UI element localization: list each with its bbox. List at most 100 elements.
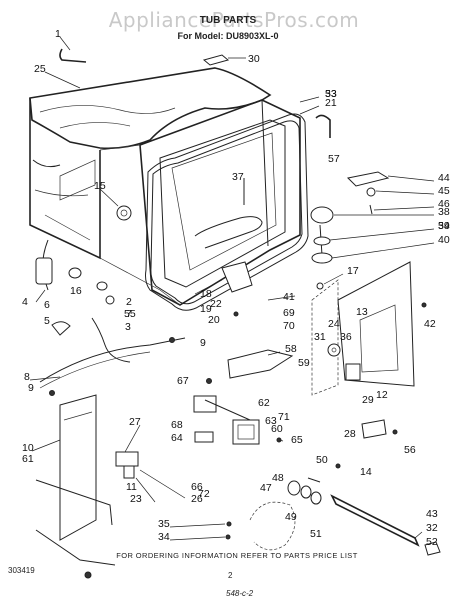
tub-front-frame [139,99,301,306]
fill-bracket [346,171,390,187]
spring-bracket [345,363,361,381]
hinge-gear [327,343,341,357]
callout-22: 22 [210,298,222,310]
top-bracket [59,48,87,63]
watermark-text: AppliancePartsPros.com [109,8,360,32]
terminal-block [193,395,217,413]
callout-39: 39 [438,220,450,232]
tub-assembly [29,67,301,306]
side-panel [337,261,415,387]
callout-15: 15 [94,180,106,192]
callout-16: 16 [70,285,82,297]
callout-13: 13 [356,306,368,318]
callout-2: 2 [126,296,132,308]
document-number: 303419 [8,566,35,575]
vent-fan [116,205,132,221]
wire-harness [39,337,186,383]
callout-33: 33 [325,88,337,100]
callout-12: 12 [376,389,388,401]
callout-32: 32 [426,522,438,534]
callout-57: 57 [328,153,340,165]
base-rail [35,479,113,526]
leader-lines [29,71,435,541]
callout-65: 65 [291,434,303,446]
callout-59: 59 [298,357,310,369]
callout-63: 63 [265,415,277,427]
timer [232,419,260,445]
callout-30: 30 [248,53,260,65]
callout-64: 64 [171,432,183,444]
callout-21: 21 [325,97,337,109]
callout-37: 37 [232,171,244,183]
inlet-hose [91,317,131,363]
callout-52: 52 [426,536,438,548]
page-title: TUB PARTS [200,15,257,26]
callout-66: 66 [191,481,203,493]
cap [202,54,230,66]
callout-17: 17 [347,265,359,277]
callout-9b: 9 [200,337,206,349]
callout-29: 29 [362,394,374,406]
callout-28: 28 [344,428,356,440]
callout-9a: 9 [28,382,34,394]
pump-motor [221,261,253,293]
vent-cap [96,281,108,291]
handwritten-code: 548-c-2 [226,589,254,598]
callout-4: 4 [22,296,28,308]
callout-labels: 1 2 3 4 5 6 7 8 9 9 10 11 12 13 14 15 16… [22,28,450,548]
float-switch [35,257,53,285]
callout-11: 11 [126,481,137,493]
callout-42: 42 [424,318,436,330]
callout-54: 54 [438,220,450,232]
model-label: For Model: DU8903XL-0 [177,31,278,41]
callout-55: 55 [124,308,136,320]
heater-element [194,216,263,249]
insulation-blanket [29,67,272,150]
callout-46: 46 [438,198,450,210]
callout-61: 61 [22,453,34,465]
door-gasket [145,113,309,311]
callout-5: 5 [44,315,50,327]
callout-27: 27 [129,416,141,428]
hinge-bracket [361,419,387,439]
callout-34: 34 [158,531,170,543]
callout-50: 50 [316,454,328,466]
drain-clamp [51,321,71,336]
ordering-note: FOR ORDERING INFORMATION REFER TO PARTS … [116,551,357,560]
callout-43: 43 [426,508,438,520]
callout-47: 47 [260,482,272,494]
right-side-parts [249,114,441,556]
callout-18: 18 [200,288,212,300]
callout-70: 70 [283,320,295,332]
switch [194,431,214,443]
callout-71: 71 [278,411,290,423]
callout-23: 23 [130,493,142,505]
tub-left-side [29,98,101,260]
base-frame [35,529,116,566]
callout-24: 24 [328,318,340,330]
callout-26: 26 [191,493,203,505]
callout-38: 38 [438,206,450,218]
callout-1: 1 [55,28,61,40]
center-parts [193,54,294,540]
callout-45: 45 [438,185,450,197]
float [310,206,334,224]
callout-20: 20 [208,314,220,326]
vent-nut [105,295,115,305]
callout-49: 49 [285,511,297,523]
callout-25: 25 [34,63,46,75]
callout-40: 40 [438,234,450,246]
callout-31: 31 [314,331,326,343]
callout-51: 51 [310,528,322,540]
callout-44: 44 [438,172,450,184]
callout-60: 60 [271,423,283,435]
callout-67: 67 [177,375,189,387]
callout-62: 62 [258,397,270,409]
callout-35: 35 [158,518,170,530]
callout-14: 14 [360,466,372,478]
callout-53: 53 [325,88,337,100]
leveling-leg [287,480,301,496]
callout-36: 36 [340,331,352,343]
callout-3: 3 [125,321,131,333]
grommet [68,267,82,279]
